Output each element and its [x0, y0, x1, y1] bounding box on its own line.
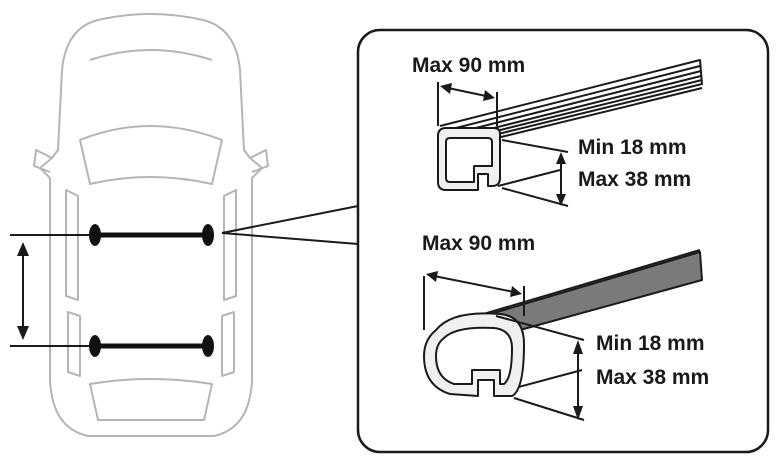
car-windshield: [79, 125, 223, 185]
wing-bar-width-arrow-left: [426, 271, 438, 282]
square-bar-bottom-edge: [497, 169, 561, 187]
wing-bar-profile: [423, 249, 703, 421]
callout-line-upper: [221, 205, 359, 234]
bottom-width-label: Max 90 mm: [422, 232, 535, 255]
wing-bar-cross-section-inner: [435, 326, 513, 385]
square-bar-height-arrow-down: [556, 194, 566, 206]
top-height-max-label: Max 38 mm: [578, 168, 691, 191]
square-bar-height-arrow: [556, 152, 566, 206]
wing-bar-width-arrow-shaft: [433, 275, 515, 293]
car-right-side-window: [223, 189, 237, 301]
front-right-foot: [202, 224, 214, 246]
car-left-mirror: [33, 149, 53, 173]
car-right-rear-window: [221, 311, 235, 377]
bar-spacing-dimension: [10, 234, 90, 347]
bottom-height-max-label: Max 38 mm: [596, 366, 709, 389]
square-bar-width-arrow-shaft: [447, 87, 487, 97]
car-left-rear-window: [67, 311, 81, 377]
top-height-min-label: Min 18 mm: [578, 136, 687, 159]
square-bar-width-arrow-right: [483, 90, 495, 101]
roof-bars: [89, 224, 214, 357]
spacing-arrow-down: [17, 326, 29, 340]
car-right-mirror: [249, 149, 269, 173]
front-left-foot: [89, 224, 101, 246]
top-width-label: Max 90 mm: [412, 54, 525, 77]
car-left-side-window: [65, 189, 79, 301]
rear-left-foot: [89, 335, 101, 357]
wing-bar-height-ext-bottom: [513, 397, 585, 421]
spacing-arrow-up: [17, 242, 29, 256]
wing-bar-height-arrow-up: [573, 340, 583, 354]
detail-callout: [221, 205, 359, 245]
rear-right-foot: [202, 335, 214, 357]
square-bar-profile: [437, 59, 703, 207]
square-bar-height-ext-bottom: [501, 187, 569, 207]
square-bar-cross-section-inner: [445, 137, 493, 183]
car-rear-window: [89, 378, 213, 421]
wing-bar-width-arrow: [426, 271, 522, 297]
square-bar-groove-3: [465, 75, 702, 136]
square-bar-side-edge: [496, 87, 703, 139]
wing-bar-height-arrow: [573, 340, 583, 420]
car-top-view: [33, 13, 269, 437]
car-hood-line: [89, 49, 213, 61]
square-bar-height-arrow-up: [556, 152, 566, 164]
square-bar-width-arrow-left: [440, 83, 452, 94]
bottom-height-min-label: Min 18 mm: [596, 332, 705, 355]
square-bar-width-arrow: [440, 83, 495, 101]
wing-bar-height-arrow-down: [573, 406, 583, 420]
square-bar-groove-4: [475, 79, 703, 137]
square-bar-height-ext-top: [501, 139, 569, 153]
wing-bar-width-arrow-right: [510, 286, 522, 297]
wing-bar-edge-line: [469, 249, 701, 319]
square-bar-groove-1: [447, 65, 701, 131]
callout-line-lower: [221, 232, 359, 245]
car-body-outline: [39, 13, 263, 437]
wing-bar-height-ext-top: [495, 315, 585, 341]
